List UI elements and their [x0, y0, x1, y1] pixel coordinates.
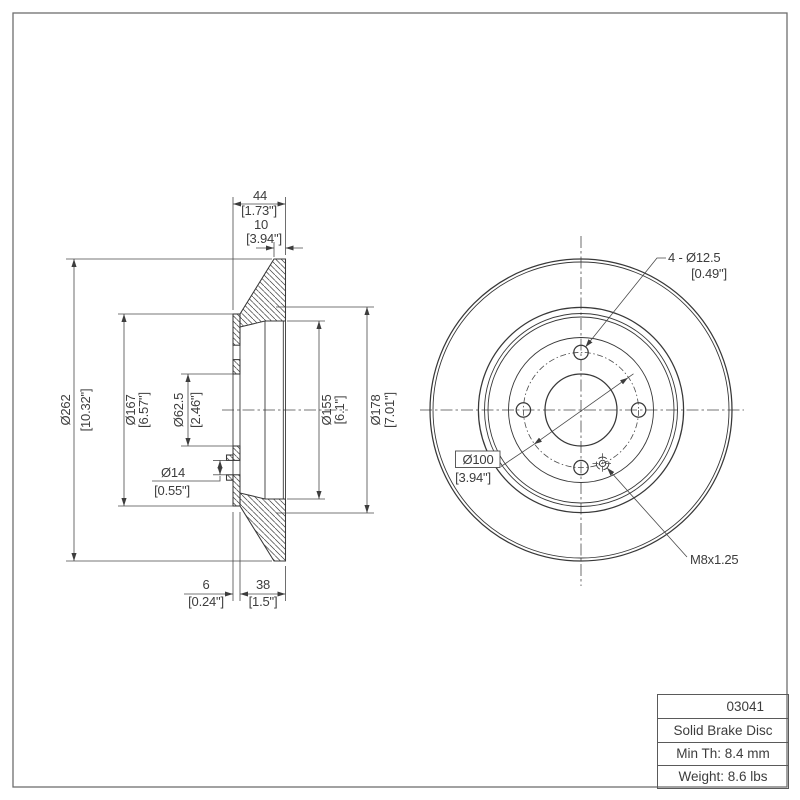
dim-hat-depth-in: [1.5"] — [249, 594, 278, 609]
dim-pilot-hole-in: [0.55"] — [154, 483, 190, 498]
hub-pad-circle — [508, 337, 654, 483]
dim-outer-face-mm: Ø178 — [368, 394, 383, 425]
outer-diameter-circle — [429, 258, 733, 562]
section-view — [222, 258, 348, 562]
dim-flange-diameter-in: [6.57"] — [136, 392, 151, 428]
dim-flange-thickness-in: [0.24"] — [188, 594, 224, 609]
outer-chamfer-circle — [432, 261, 730, 559]
dim-flange-thickness-mm: 6 — [202, 577, 209, 592]
pilot-boss — [225, 474, 234, 481]
flange-section — [232, 359, 241, 375]
bolt-circle — [523, 351, 640, 468]
flange-section — [232, 474, 241, 507]
dim-overall-diameter-in: [10.32"] — [78, 389, 93, 432]
dim-outer-face-in: [7.01"] — [382, 392, 397, 428]
dim-overall-width-in: [1.73"] — [241, 203, 277, 218]
dim-overall-diameter-mm: Ø262 — [58, 394, 73, 425]
dim-bolt-circle-mm: Ø100 — [462, 452, 493, 467]
dim-pilot-hole-mm: Ø14 — [161, 465, 185, 480]
dim-bolt-circle-in: [3.94"] — [455, 470, 491, 485]
bolt-circle-label-box — [455, 450, 501, 468]
min-thickness: Min Th: 8.4 mm — [658, 741, 788, 765]
dim-inner-face-mm: Ø155 — [319, 394, 334, 425]
dim-set-screw-thread: M8x1.25 — [690, 552, 738, 567]
lug-hole-right — [630, 402, 647, 418]
pad-outer-circle — [477, 306, 685, 514]
dim-disc-thickness-in: [3.94"] — [246, 231, 282, 246]
dim-lug-holes-mm: 4 - Ø12.5 — [668, 250, 720, 265]
dim-overall-width-mm: 44 — [253, 188, 267, 203]
dim-lug-holes-in: [0.49"] — [691, 266, 727, 281]
front-view — [420, 236, 744, 586]
ring-section-bottom — [239, 492, 287, 562]
flange-section — [232, 313, 241, 346]
ring-section-top — [239, 258, 287, 328]
dim-center-bore-mm: Ø62.5 — [171, 393, 186, 427]
flange-chamfer-circle — [487, 316, 675, 504]
page-border — [12, 12, 788, 788]
dim-disc-thickness-mm: 10 — [254, 217, 268, 232]
lug-hole-left — [515, 402, 532, 418]
dimension-annotations: Ø262 [10.32"] Ø167 [6.57"] Ø62.5 [2.46"]… — [58, 188, 739, 609]
part-description: Solid Brake Disc — [658, 718, 788, 741]
flange-section — [232, 445, 241, 461]
dim-center-bore-in: [2.46"] — [188, 392, 203, 428]
lug-hole-bottom — [573, 459, 589, 476]
pilot-boss — [225, 454, 234, 461]
part-number: 03041 — [726, 699, 764, 715]
title-block: 03041 Solid Brake Disc Min Th: 8.4 mm We… — [657, 694, 789, 789]
flange-edge-circle — [484, 313, 678, 507]
dim-hat-depth-mm: 38 — [256, 577, 270, 592]
dim-inner-face-in: [6.1"] — [332, 396, 347, 425]
lug-hole-top — [573, 344, 589, 361]
dim-flange-diameter-mm: Ø167 — [123, 394, 138, 425]
part-weight: Weight: 8.6 lbs — [658, 764, 788, 788]
set-screw-hole — [592, 453, 613, 474]
